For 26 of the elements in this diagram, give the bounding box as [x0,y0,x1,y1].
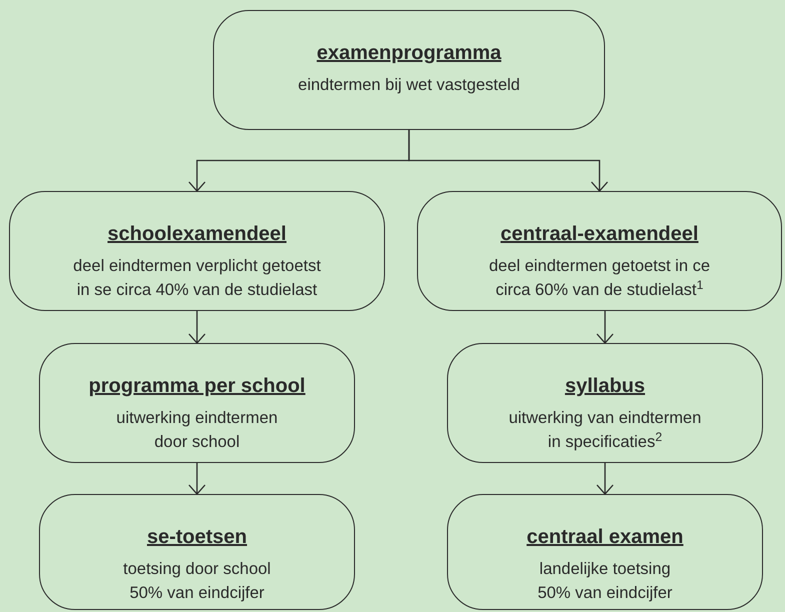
box-description: uitwerking van eindtermen in specificaties$^{2}$ [508,408,702,453]
box-heading: se-toetsen [146,525,248,549]
rounded-box [213,10,605,130]
box-heading: syllabus [564,374,646,398]
box-heading: examenprogramma [316,41,502,65]
arrow [408,130,608,192]
arrow [596,311,614,344]
box-heading: schoolexamendeel [108,222,286,246]
box-description: landelijke toetsing 50% van eindcijfer [536,559,674,604]
box-description: deel eindtermen getoetst in ce circa 60% van de studielast$^{1}$ [488,256,712,301]
rounded-box [417,191,782,311]
arrow [188,311,206,344]
rounded-box [447,343,763,463]
rounded-box [39,343,355,463]
arrow [596,463,614,495]
box-heading: centraal examen [526,525,684,549]
box-heading: programma per school [88,374,306,398]
box-description: deel eindtermen verplicht getoetst in se circa 40% van de studielast [72,256,322,301]
arrow [188,463,206,495]
rounded-box [447,494,763,610]
rounded-box [39,494,355,610]
box-description: eindtermen bij wet vastgesteld [297,75,521,96]
rounded-box [9,191,385,311]
box-description: toetsing door school 50% van eindcijfer [122,559,272,604]
box-heading: centraal-examendeel [500,222,698,246]
box-description: uitwerking eindtermen door school [115,408,279,453]
